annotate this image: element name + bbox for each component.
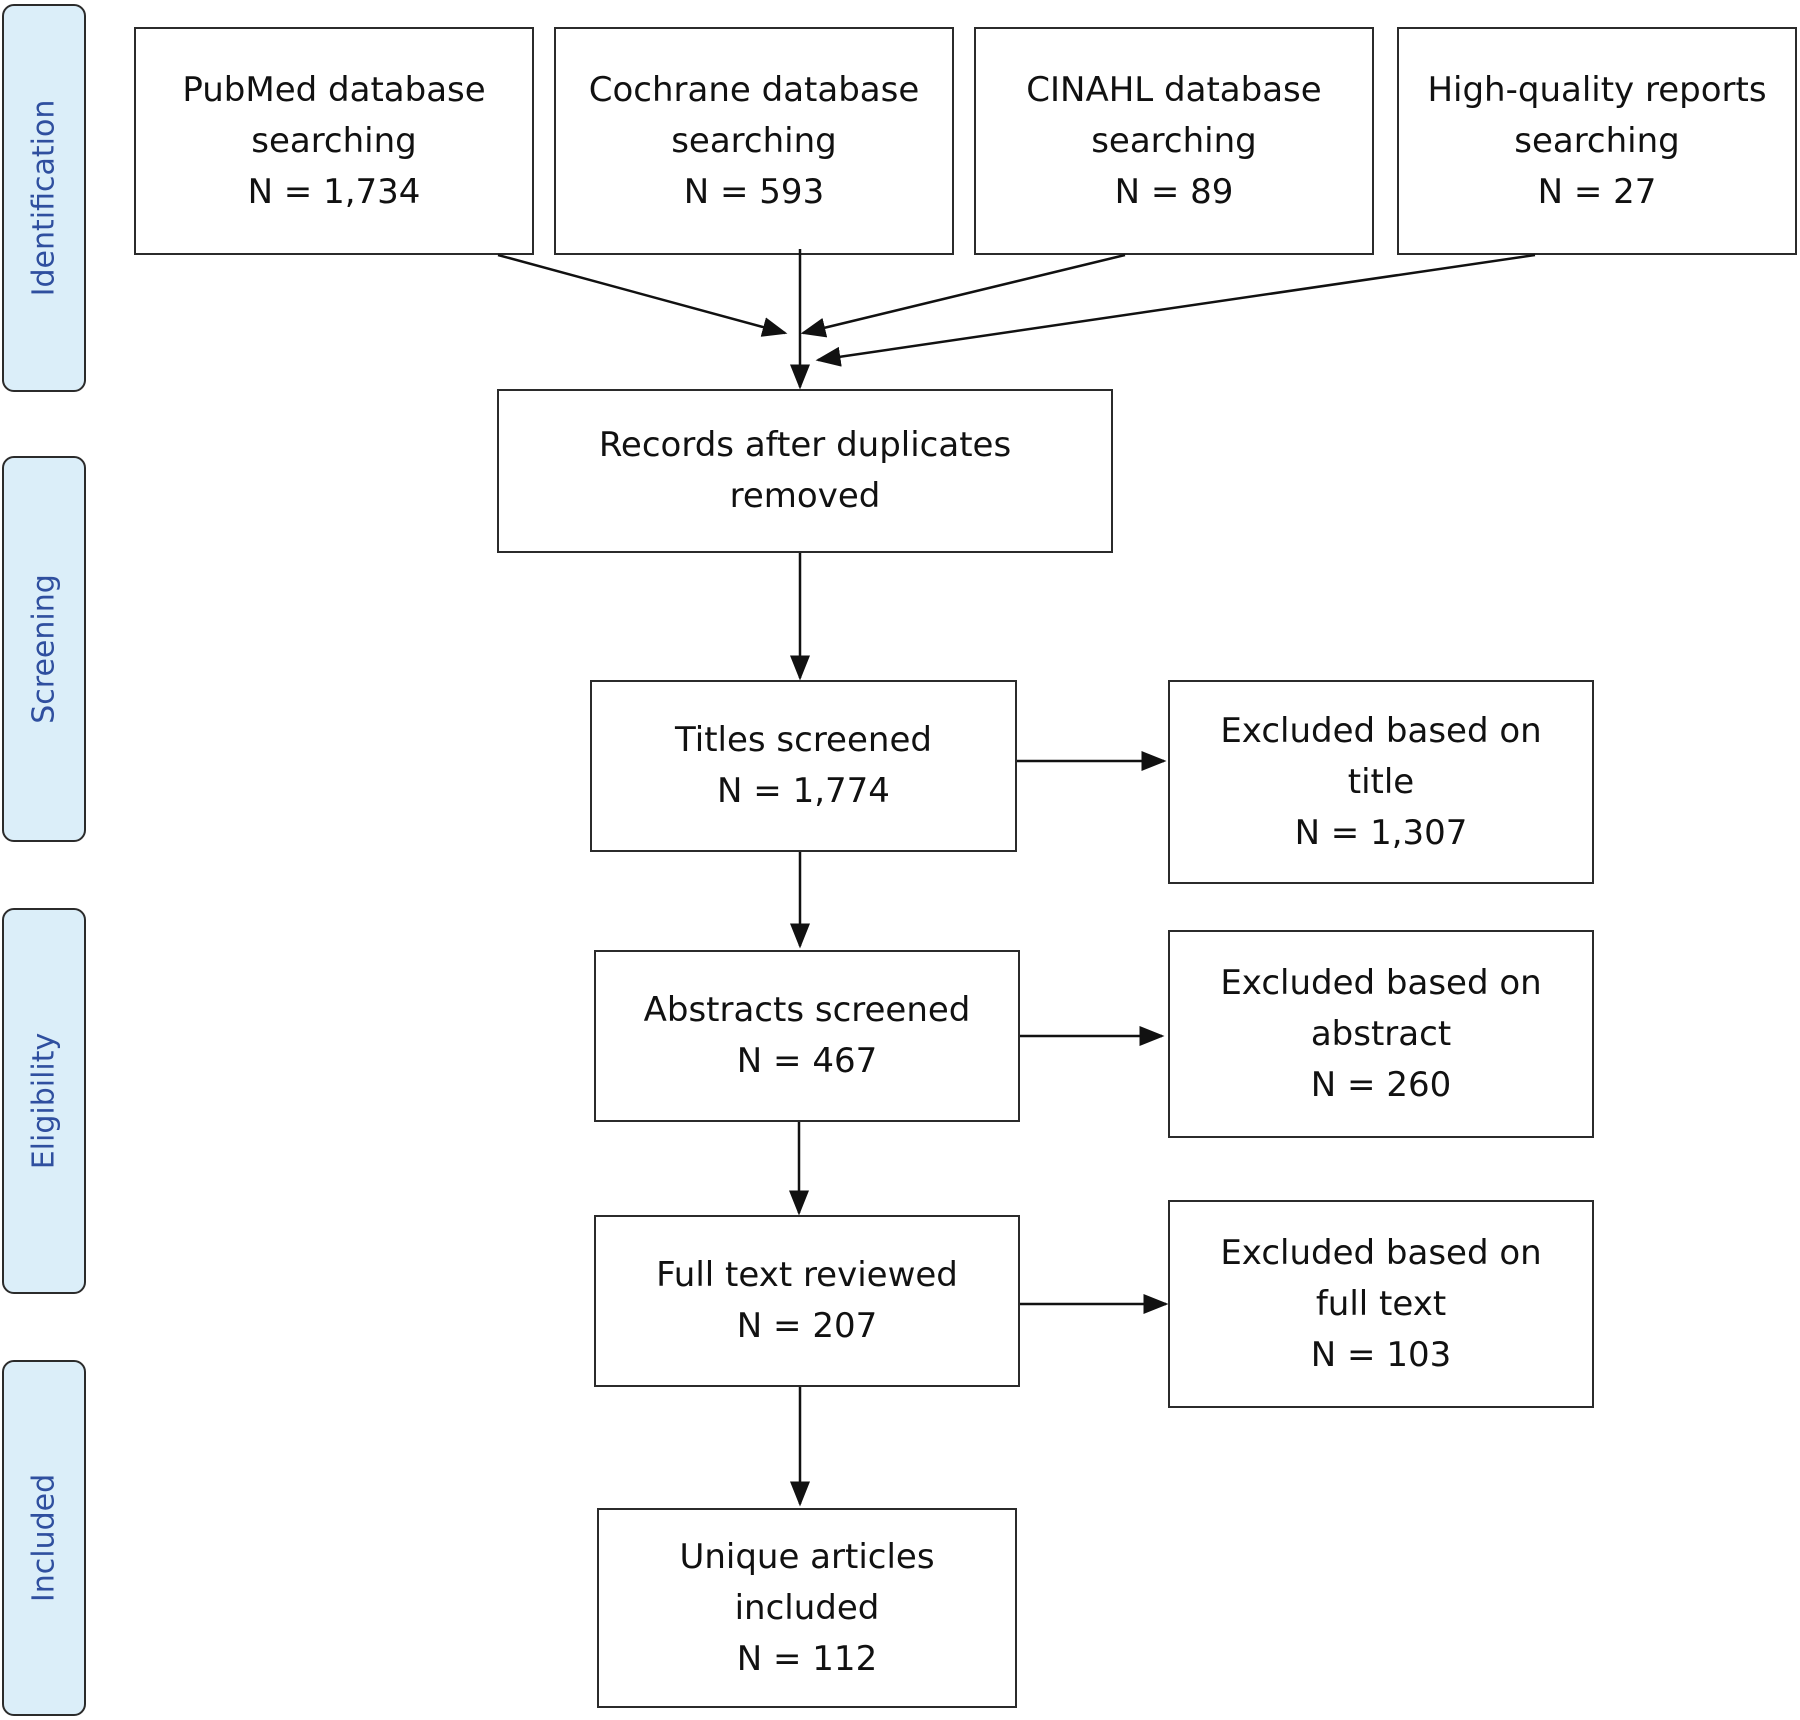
stage-eligibility: Eligibility	[2, 908, 86, 1294]
dedup-line2: removed	[729, 476, 881, 516]
stage-identification: Identification	[2, 4, 86, 392]
abstracts-screened-count: N = 467	[736, 1041, 878, 1081]
abstracts-screened-box: Abstracts screened N = 467	[594, 950, 1020, 1122]
source-box-pubmed: PubMed database searching N = 1,734	[134, 27, 534, 255]
included-line1: Unique articles	[679, 1536, 935, 1577]
source-cochrane-count: N = 593	[683, 171, 825, 212]
excluded-abstract-line2: abstract	[1310, 1013, 1452, 1054]
abstracts-screened-label: Abstracts screened	[643, 990, 971, 1030]
dedup-box: Records after duplicates removed	[497, 389, 1113, 553]
fulltext-reviewed-count: N = 207	[736, 1306, 878, 1346]
excluded-title-count: N = 1,307	[1294, 812, 1468, 853]
excluded-fulltext-count: N = 103	[1310, 1334, 1452, 1375]
excluded-abstract-count: N = 260	[1310, 1064, 1452, 1105]
source-reports-line2: searching	[1514, 120, 1680, 161]
titles-screened-label: Titles screened	[675, 720, 932, 760]
included-box: Unique articles included N = 112	[597, 1508, 1017, 1708]
source-box-cochrane: Cochrane database searching N = 593	[554, 27, 954, 255]
arrow-reports-to-dedup	[815, 253, 1536, 367]
arrow-cinahl-to-dedup	[800, 253, 1126, 338]
source-reports-count: N = 27	[1537, 171, 1657, 212]
source-pubmed-line1: PubMed database	[182, 69, 486, 110]
source-cinahl-line2: searching	[1091, 120, 1257, 161]
source-box-cinahl: CINAHL database searching N = 89	[974, 27, 1374, 255]
excluded-title-box: Excluded based on title N = 1,307	[1168, 680, 1594, 884]
source-reports-line1: High-quality reports	[1427, 69, 1767, 110]
dedup-line1: Records after duplicates	[598, 425, 1012, 465]
titles-screened-box: Titles screened N = 1,774	[590, 680, 1017, 852]
excluded-abstract-line1: Excluded based on	[1220, 962, 1542, 1003]
excluded-fulltext-line2: full text	[1315, 1283, 1447, 1324]
source-cinahl-count: N = 89	[1114, 171, 1234, 212]
fulltext-reviewed-box: Full text reviewed N = 207	[594, 1215, 1020, 1387]
excluded-fulltext-line1: Excluded based on	[1220, 1232, 1542, 1273]
source-pubmed-count: N = 1,734	[247, 171, 421, 212]
excluded-title-line2: title	[1347, 761, 1415, 802]
source-cochrane-line1: Cochrane database	[588, 69, 920, 110]
included-count: N = 112	[736, 1638, 878, 1679]
fulltext-reviewed-label: Full text reviewed	[656, 1255, 958, 1295]
included-line2: included	[734, 1587, 880, 1628]
source-box-high-quality-reports: High-quality reports searching N = 27	[1397, 27, 1797, 255]
source-pubmed-line2: searching	[251, 120, 417, 161]
stage-screening: Screening	[2, 456, 86, 842]
source-cinahl-line1: CINAHL database	[1026, 69, 1322, 110]
excluded-abstract-box: Excluded based on abstract N = 260	[1168, 930, 1594, 1138]
titles-screened-count: N = 1,774	[717, 771, 890, 811]
source-cochrane-line2: searching	[671, 120, 837, 161]
excluded-fulltext-box: Excluded based on full text N = 103	[1168, 1200, 1594, 1408]
arrow-pubmed-to-dedup	[497, 253, 788, 337]
excluded-title-line1: Excluded based on	[1220, 710, 1542, 751]
stage-included: Included	[2, 1360, 86, 1716]
